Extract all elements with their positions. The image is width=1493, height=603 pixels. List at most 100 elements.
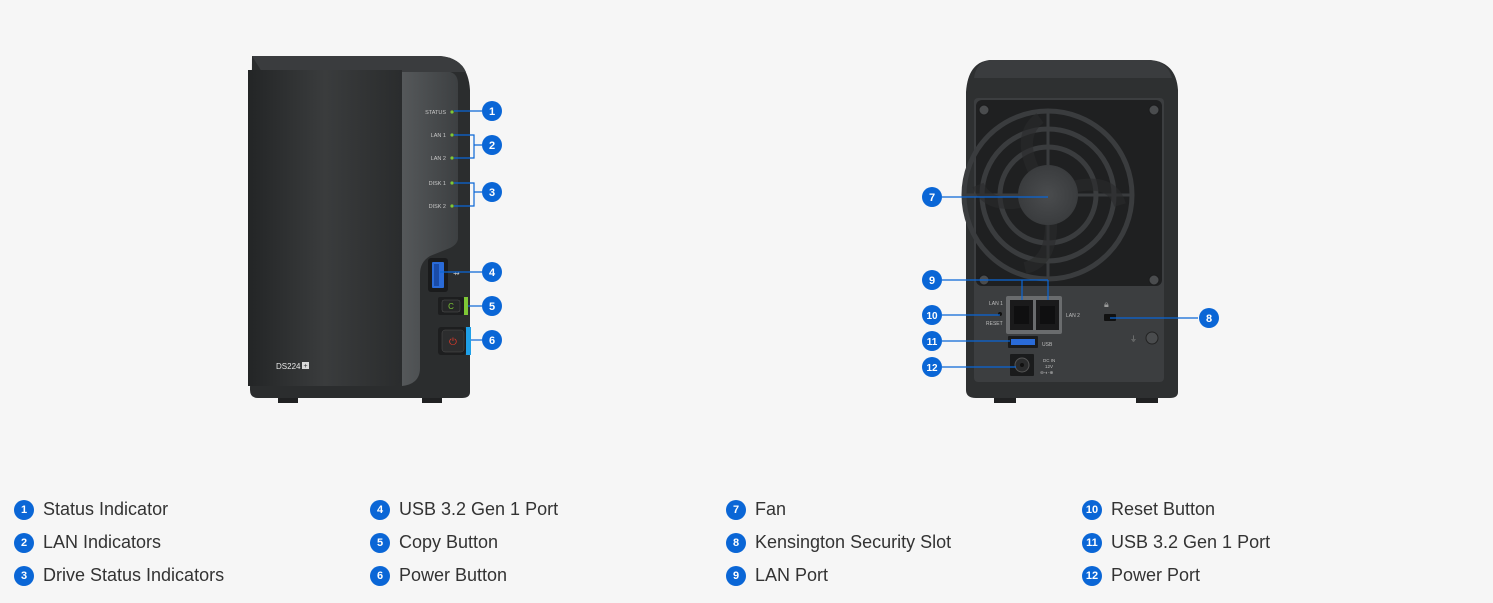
legend-label: LAN Indicators [43,532,162,552]
callout-badge-8: 8 [1199,308,1219,328]
svg-text:11: 11 [927,337,938,348]
legend-item: 4 USB 3.2 Gen 1 Port [370,493,710,526]
legend-badge: 7 [726,499,746,520]
front-foot-right [422,398,442,403]
lan-port-2 [1036,300,1059,330]
legend-item: 8 Kensington Security Slot [726,526,1066,559]
device-diagram: STATUS LAN 1 LAN 2 DISK 1 DISK 2 ⇸ C [248,56,1219,403]
led-status [450,110,454,114]
legend: 1 Status Indicator 2 LAN Indicators 3 Dr… [14,493,1474,593]
power-icon: ⏻ [449,337,457,348]
legend-item: 5 Copy Button [370,526,710,559]
legend-badge: 1 [14,499,34,520]
fan-screws [978,104,1160,286]
ground-screw [1145,331,1159,345]
front-foot-left [278,398,298,403]
usb-icon: ⇸ [453,269,460,278]
legend-badge: 4 [370,499,390,520]
rear-foot-right [1136,398,1158,403]
callout-badge-3: 3 [482,182,502,202]
legend-badge: 8 [726,532,746,553]
callout-badge-1: 1 [482,101,502,121]
legend-label: Fan [755,499,787,519]
power-port [1010,354,1034,376]
legend-item: 6 Power Button [370,559,710,592]
svg-text:10: 10 [926,311,938,322]
legend-label: Power Button [399,565,508,585]
legend-item: 9 LAN Port [726,559,1066,592]
legend-label: Reset Button [1111,499,1216,519]
legend-badge: 2 [14,532,34,553]
legend-label: LAN Port [755,565,829,585]
legend-item: 12 Power Port [1082,559,1422,592]
legend-label: Status Indicator [43,499,169,519]
legend-badge: 5 [370,532,390,553]
legend-label: Kensington Security Slot [755,532,952,552]
callout-badge-11: 11 [922,331,942,351]
model-label: DS224 [276,362,301,371]
led-label-disk1: DISK 1 [429,181,446,187]
callout-lines [440,110,1198,368]
front-usb-port [428,258,448,292]
led-disk1 [450,181,454,185]
callout-badge-7: 7 [922,187,942,207]
fan-hub [1018,165,1078,225]
front-control-strip [402,72,458,386]
power-spec-2: ⊖-◐-⊕ [1040,370,1053,375]
led-disk2 [450,204,454,208]
rear-label-lan1: LAN 1 [989,301,1003,307]
legend-item: 1 Status Indicator [14,493,354,526]
legend-item: 2 LAN Indicators [14,526,354,559]
led-label-lan2: LAN 2 [431,156,446,162]
callout-badge-9: 9 [922,270,942,290]
svg-text:4: 4 [489,267,496,279]
front-panel [248,70,402,386]
model-badge: + [303,363,307,370]
legend-label: USB 3.2 Gen 1 Port [1111,532,1271,552]
legend-badge: 9 [726,565,746,586]
callout-badge-5: 5 [482,296,502,316]
legend-column-2: 4 USB 3.2 Gen 1 Port 5 Copy Button 6 Pow… [370,493,710,592]
legend-column-1: 1 Status Indicator 2 LAN Indicators 3 Dr… [14,493,354,592]
svg-text:1: 1 [489,106,495,118]
legend-column-3: 7 Fan 8 Kensington Security Slot 9 LAN P… [726,493,1066,592]
legend-badge: 11 [1082,532,1102,553]
front-top-bevel [252,56,466,72]
front-leds [450,110,454,208]
svg-text:12: 12 [926,363,938,374]
legend-item: 7 Fan [726,493,1066,526]
led-lan1 [450,133,454,137]
rear-label-lan2: LAN 2 [1066,313,1080,319]
legend-label: Copy Button [399,532,499,552]
svg-text:3: 3 [489,187,495,199]
rear-foot-left [994,398,1016,403]
led-label-lan1: LAN 1 [431,133,446,139]
rear-label-usb: USB [1042,342,1053,348]
rear-device: LAN 1 LAN 2 RESET USB DC IN 12V ⊖-◐-⊕ 🔒︎… [961,60,1178,403]
legend-column-4: 10 Reset Button 11 USB 3.2 Gen 1 Port 12… [1082,493,1422,592]
legend-label: USB 3.2 Gen 1 Port [399,499,559,519]
front-device: STATUS LAN 1 LAN 2 DISK 1 DISK 2 ⇸ C [248,56,471,403]
rear-label-reset: RESET [986,321,1003,327]
svg-text:9: 9 [929,275,935,287]
legend-item: 11 USB 3.2 Gen 1 Port [1082,526,1422,559]
lan-port-1 [1010,300,1033,330]
svg-text:5: 5 [489,301,495,313]
power-button: ⏻ [438,327,471,355]
led-lan2 [450,156,454,160]
led-label-status: STATUS [425,110,446,116]
power-spec-1: 12V [1045,364,1053,369]
callout-badge-2: 2 [482,135,502,155]
copy-icon: C [448,302,454,311]
legend-badge: 10 [1082,499,1102,520]
callout-badge-4: 4 [482,262,502,282]
svg-text:8: 8 [1206,313,1212,325]
legend-badge: 12 [1082,565,1102,586]
legend-item: 3 Drive Status Indicators [14,559,354,592]
power-spec-0: DC IN [1043,358,1055,363]
legend-badge: 3 [14,565,34,586]
rear-top-bevel [974,60,1172,78]
model-badge-box [302,362,309,369]
legend-item: 10 Reset Button [1082,493,1422,526]
callout-badge-12: 12 [922,357,942,377]
